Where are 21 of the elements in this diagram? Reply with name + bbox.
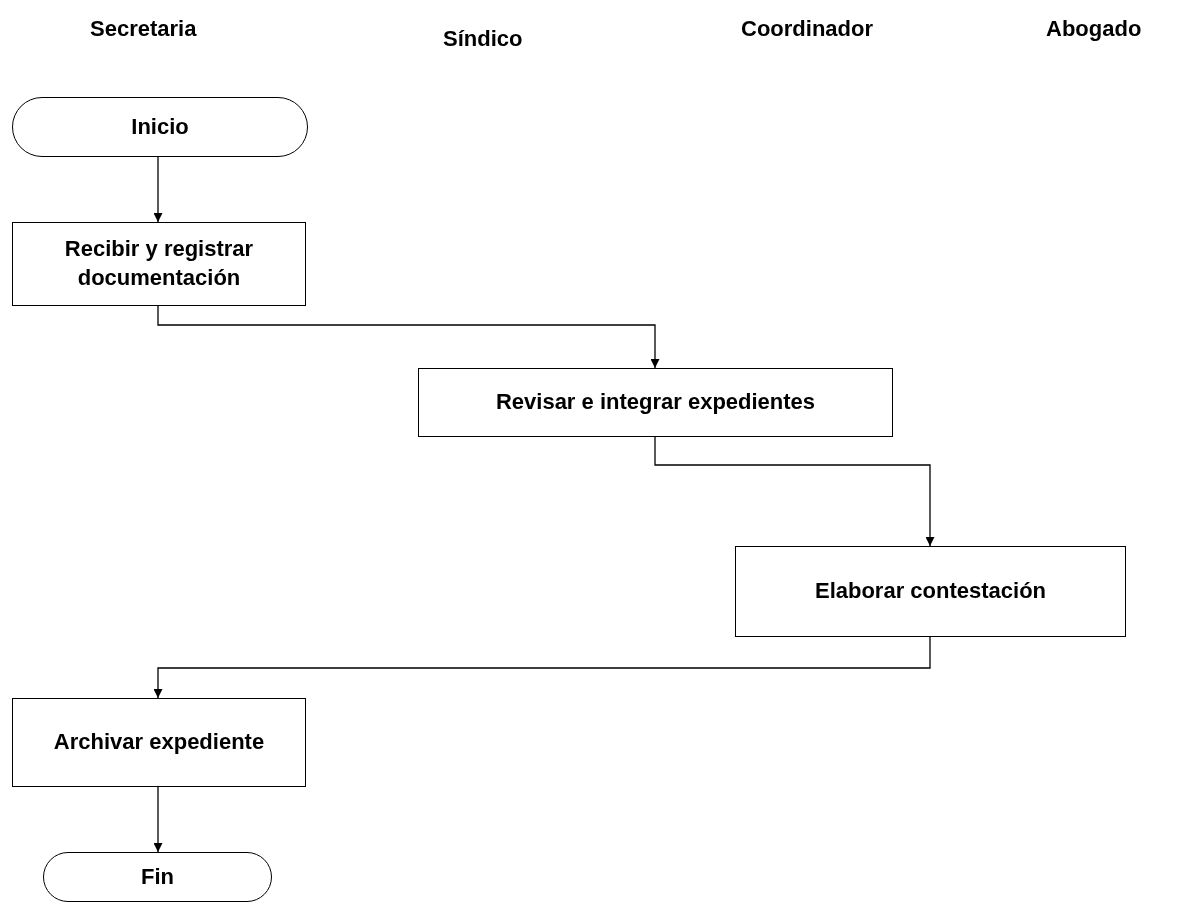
node-label: Recibir y registrar documentación — [63, 235, 255, 292]
arrow — [157, 305, 660, 369]
node-label: Revisar e integrar expedientes — [495, 388, 816, 417]
process-box — [12, 698, 306, 787]
lane-heading: Abogado — [1046, 16, 1142, 42]
terminator-shape — [43, 852, 272, 902]
terminator-shape — [12, 97, 308, 157]
arrow — [153, 786, 163, 853]
node-label: Inicio — [131, 112, 189, 141]
process-box — [735, 546, 1126, 637]
lane-heading: Secretaria — [90, 16, 197, 42]
process-box — [418, 368, 893, 437]
arrow — [654, 436, 935, 547]
node-label: Fin — [141, 862, 174, 891]
arrow — [153, 636, 931, 699]
node-label: Elaborar contestación — [814, 577, 1047, 606]
node-label: Archivar expediente — [53, 728, 265, 757]
lane-heading: Síndico — [443, 26, 523, 52]
process-box — [12, 222, 306, 306]
arrow — [153, 156, 163, 223]
lane-heading: Coordinador — [741, 16, 873, 42]
